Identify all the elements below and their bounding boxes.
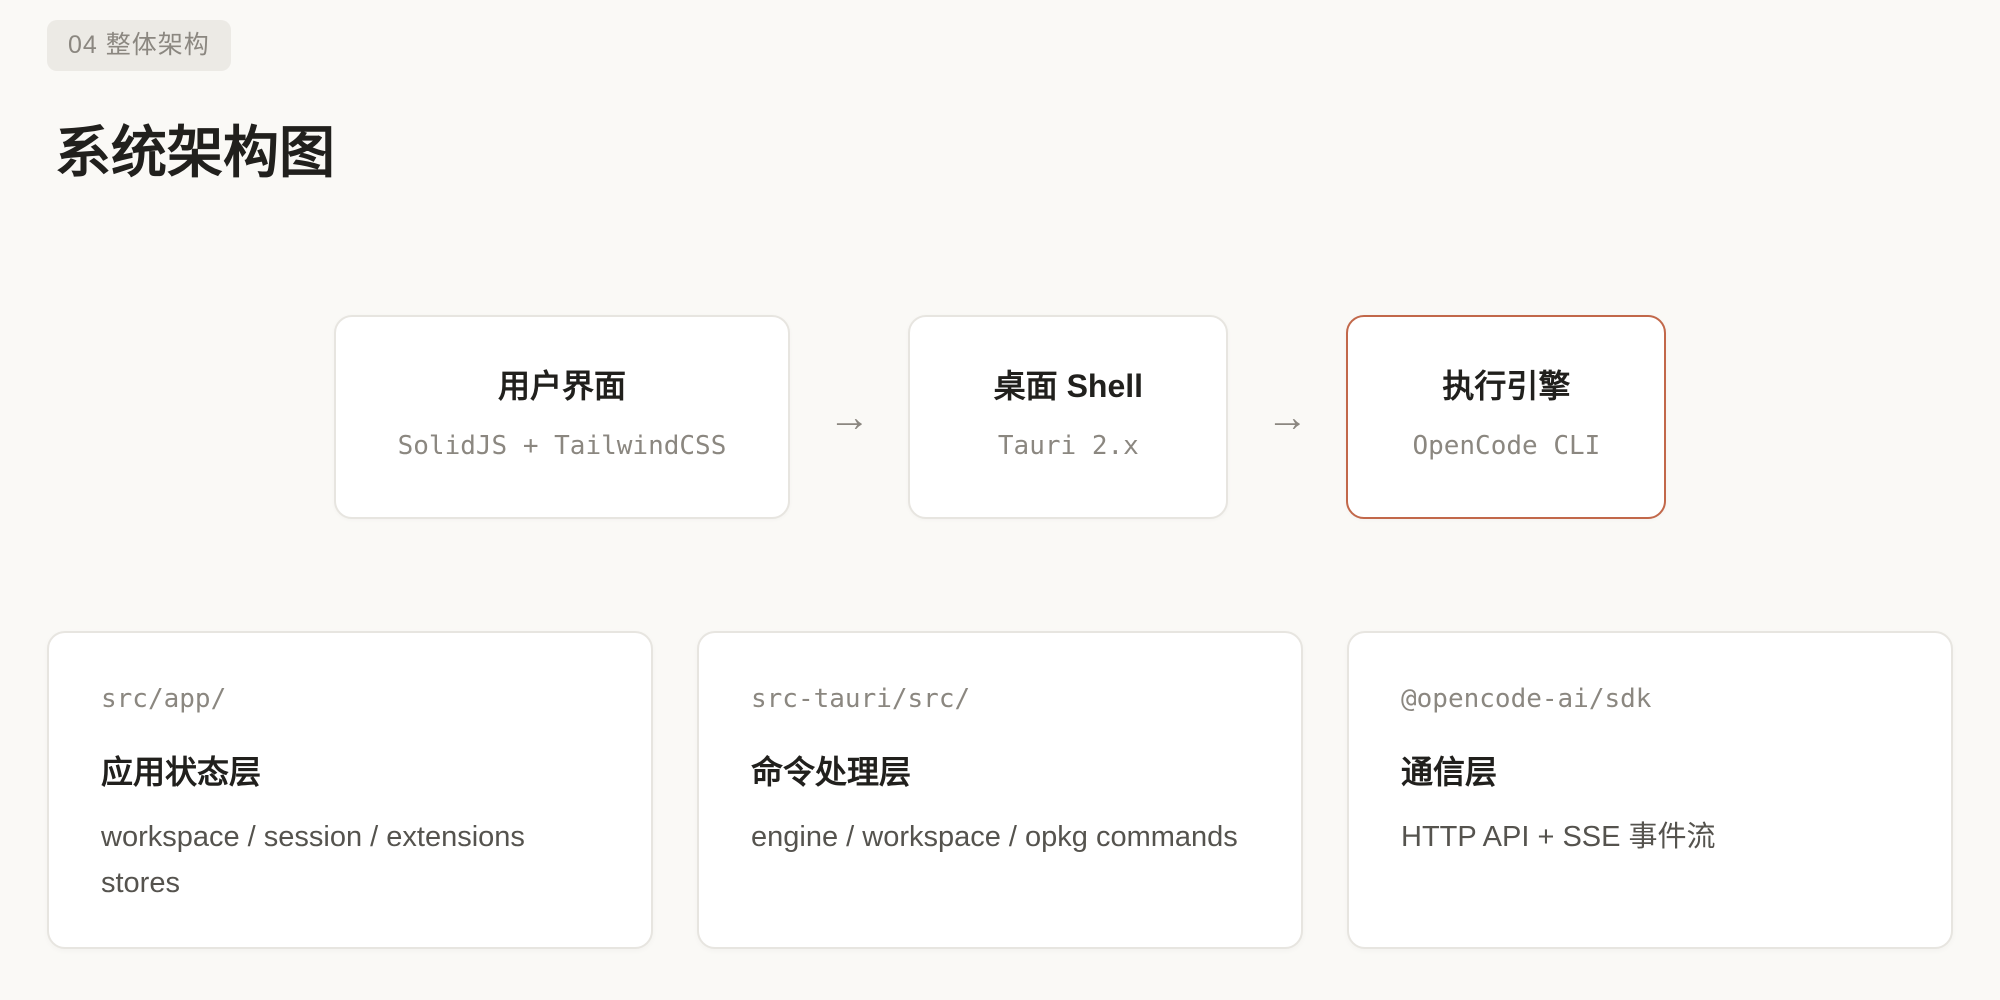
card-title: 通信层 xyxy=(1401,754,1498,791)
flow-node-title: 桌面 Shell xyxy=(993,368,1144,404)
flow-node-title: 执行引擎 xyxy=(1442,368,1571,404)
architecture-flow: 用户界面 SolidJS + TailwindCSS → 桌面 Shell Ta… xyxy=(47,315,1953,519)
flow-node-title: 用户界面 xyxy=(497,368,626,404)
flow-node-subtitle: Tauri 2.x xyxy=(997,431,1139,462)
card-path: @opencode-ai/sdk xyxy=(1401,683,1652,714)
card-description: engine / workspace / opkg commands xyxy=(751,821,1238,854)
section-badge: 04 整体架构 xyxy=(47,20,231,71)
flow-node-subtitle: SolidJS + TailwindCSS xyxy=(397,431,727,462)
card-path: src-tauri/src/ xyxy=(751,683,971,714)
layer-card-communication: @opencode-ai/sdk 通信层 HTTP API + SSE 事件流 xyxy=(1347,630,1953,949)
arrow-right-icon: → xyxy=(1266,392,1309,440)
layer-cards: src/app/ 应用状态层 workspace / session / ext… xyxy=(47,630,1953,949)
card-description: HTTP API + SSE 事件流 xyxy=(1401,821,1716,854)
card-title: 应用状态层 xyxy=(101,754,262,791)
card-description: workspace / session / extensions stores xyxy=(101,821,525,900)
flow-node-shell: 桌面 Shell Tauri 2.x xyxy=(908,315,1229,519)
layer-card-command: src-tauri/src/ 命令处理层 engine / workspace … xyxy=(697,630,1303,949)
card-path: src/app/ xyxy=(101,683,227,714)
layer-card-app-state: src/app/ 应用状态层 workspace / session / ext… xyxy=(47,630,653,949)
page-title: 系统架构图 xyxy=(55,120,335,186)
arrow-right-icon: → xyxy=(828,392,871,440)
flow-node-subtitle: OpenCode CLI xyxy=(1412,431,1601,462)
flow-node-ui: 用户界面 SolidJS + TailwindCSS xyxy=(333,315,791,519)
card-title: 命令处理层 xyxy=(751,754,912,791)
flow-node-engine: 执行引擎 OpenCode CLI xyxy=(1346,315,1667,519)
